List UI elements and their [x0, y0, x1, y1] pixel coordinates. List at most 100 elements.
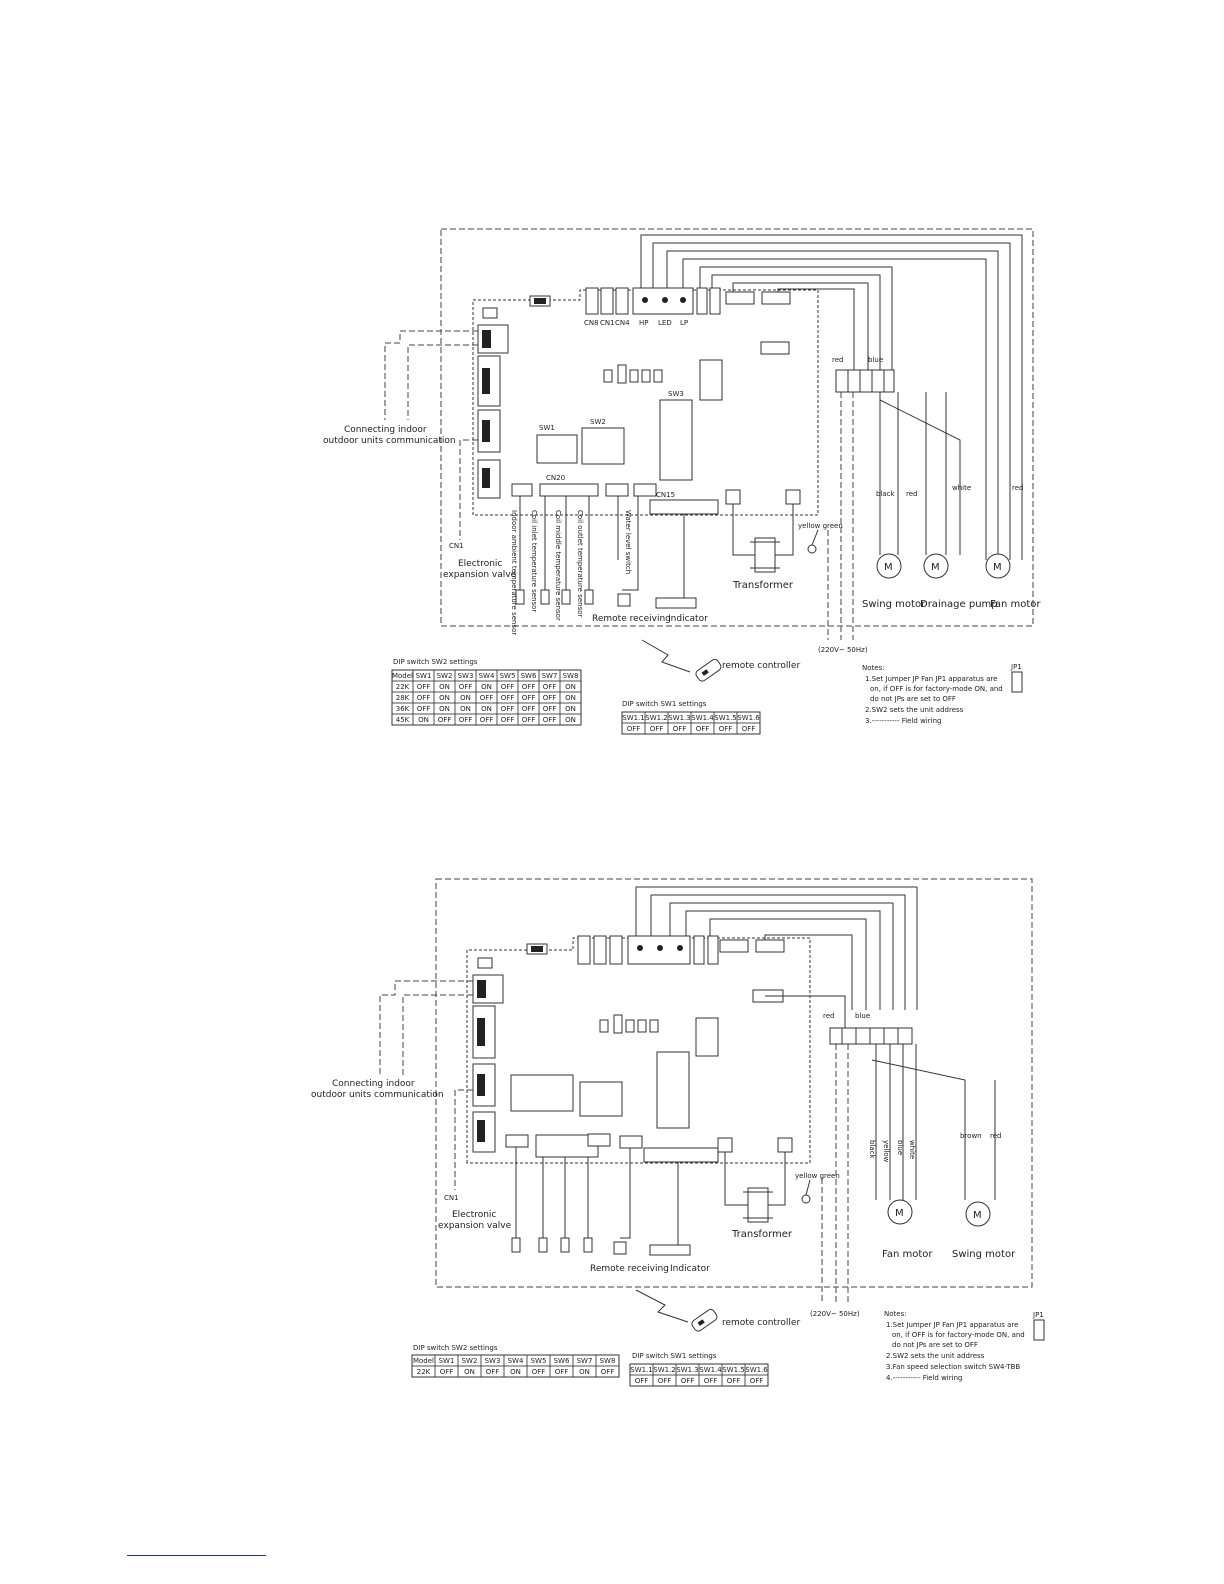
drainage-pump-1 — [923, 553, 949, 579]
dip2-text-1-2: ON — [464, 1368, 475, 1376]
fan-motor-1 — [985, 553, 1011, 579]
dip1b-text-1-2: OFF — [673, 725, 687, 733]
dip1-text-2-8: ON — [565, 694, 576, 702]
connector-label-cn1: CN1 — [600, 319, 615, 327]
sensor-wires — [515, 496, 697, 609]
eev-wire — [459, 439, 478, 540]
eev-label-2b: expansion valve — [438, 1221, 512, 1231]
sw1-label: SW1 — [539, 424, 555, 432]
terminal-block-1 — [835, 369, 895, 393]
wire-label-black-1: black — [876, 490, 896, 498]
connecting-label-1: Connecting indoor — [344, 425, 427, 435]
dip1-text-1-8: ON — [565, 683, 576, 691]
dip1-cell-4-8 — [559, 713, 582, 726]
dip1-text-2-4: OFF — [480, 694, 494, 702]
dip1-text-0-4: SW4 — [479, 672, 495, 680]
yellow-green-wire-1 — [811, 529, 819, 546]
remote-signal-2 — [635, 1289, 689, 1323]
wire-label-red-1: red — [832, 356, 843, 364]
wire-label-black-2: black — [868, 1140, 876, 1160]
drainage-pump-m: M — [931, 562, 940, 573]
connector-label-led: LED — [658, 319, 672, 327]
dip1-text-4-7: OFF — [543, 716, 557, 724]
dip1-text-2-2: ON — [439, 694, 450, 702]
top-wire-harness — [640, 234, 1023, 560]
power-lines-2 — [821, 1044, 849, 1302]
note1c-2: do not JPs are set to OFF — [892, 1341, 978, 1349]
power-label-1: (220V~ 50Hz) — [818, 646, 868, 654]
comm-wire-1 — [384, 330, 478, 420]
dip2-text-1-3: OFF — [486, 1368, 500, 1376]
connector-label-hp: HP — [639, 319, 649, 327]
dip2b-text-1-4: OFF — [727, 1377, 741, 1385]
dip2b-text-0-1: SW1.2 — [653, 1366, 676, 1374]
remote-controller-1 — [695, 658, 722, 682]
comm-wire-2a — [379, 980, 473, 1075]
sw3-label: SW3 — [668, 390, 684, 398]
wire-label-white-2: white — [908, 1140, 916, 1159]
dip2-text-0-3: SW3 — [485, 1357, 501, 1365]
dip2-text-0-0: Model — [413, 1357, 434, 1365]
remote-receiving-label-2: Remote receiving — [590, 1264, 669, 1274]
dip1-text-4-6: OFF — [522, 716, 536, 724]
dip1-text-3-3: ON — [460, 705, 471, 713]
dip2-text-1-8: OFF — [601, 1368, 615, 1376]
note4-2: 4.----------- Field wiring — [886, 1374, 962, 1382]
eev-label-1b: expansion valve — [443, 570, 517, 580]
connecting-label-2b: outdoor units communication — [311, 1090, 444, 1100]
dip2-text-1-7: ON — [579, 1368, 590, 1376]
cn15-label: CN15 — [656, 491, 675, 499]
dip2-text-1-4: ON — [510, 1368, 521, 1376]
note3-2: 3.Fan speed selection switch SW4-TBB — [886, 1363, 1020, 1371]
dip1b-text-0-3: SW1.4 — [691, 714, 714, 722]
remote-controller-2 — [691, 1308, 718, 1332]
cn1-label-2: CN1 — [444, 1194, 459, 1202]
wire-label-yellow-2: yellow — [882, 1140, 890, 1163]
indicator-label-2: Indicator — [670, 1264, 710, 1274]
comm-wire-2b — [402, 994, 473, 1075]
connecting-label-2: Connecting indoor — [332, 1079, 415, 1089]
dip2-text-0-2: SW2 — [462, 1357, 478, 1365]
yellow-green-label-1: yellow green — [798, 522, 843, 530]
dip1-text-3-7: OFF — [543, 705, 557, 713]
note1b-2: on, if OFF is for factory-mode ON, and — [892, 1331, 1025, 1339]
dip1-text-4-2: OFF — [438, 716, 452, 724]
dip1-text-3-1: OFF — [417, 705, 431, 713]
yellow-green-label-2: yellow green — [795, 1172, 840, 1180]
swing-motor-label-1: Swing motor — [862, 599, 926, 610]
notes-title-1: Notes: — [862, 664, 885, 672]
wire-label-red-3: red — [1012, 484, 1023, 492]
dip2-text-0-4: SW4 — [508, 1357, 524, 1365]
fan-motor-label-1: Fan motor — [990, 599, 1041, 610]
dip1b-cell-1-5 — [736, 722, 761, 735]
dip1-text-0-1: SW1 — [416, 672, 432, 680]
indicator-label-1: Indicator — [668, 614, 708, 624]
swing-motor-m: M — [884, 562, 893, 573]
fan-motor-m: M — [993, 562, 1002, 573]
swing-motor-label-2: Swing motor — [952, 1249, 1016, 1260]
left-connectors — [477, 307, 509, 499]
swing-motor-2 — [965, 1201, 991, 1227]
dip1-text-3-2: ON — [439, 705, 450, 713]
drainage-pump-label-1: Drainage pump — [920, 599, 998, 610]
remote-signal-1 — [641, 639, 691, 673]
dip1b-text-1-5: OFF — [742, 725, 756, 733]
note3-1: 3.----------- Field wiring — [865, 717, 941, 725]
dip1-text-1-5: OFF — [501, 683, 515, 691]
dip2b-text-0-5: SW1.6 — [745, 1366, 768, 1374]
jp1-label-1: JP1 — [1010, 663, 1022, 671]
jp1-jumper-1 — [1011, 671, 1023, 693]
dip2-text-1-6: OFF — [555, 1368, 569, 1376]
dip1b-text-1-4: OFF — [719, 725, 733, 733]
dip2-text-1-0: 22K — [417, 1368, 431, 1376]
dip2b-text-1-2: OFF — [681, 1377, 695, 1385]
dip1-text-1-3: OFF — [459, 683, 473, 691]
wire-label-white-1: white — [952, 484, 971, 492]
dip1-text-2-5: OFF — [501, 694, 515, 702]
wire-label-blue-2b: blue — [896, 1140, 904, 1155]
dip2-text-0-5: SW5 — [531, 1357, 547, 1365]
